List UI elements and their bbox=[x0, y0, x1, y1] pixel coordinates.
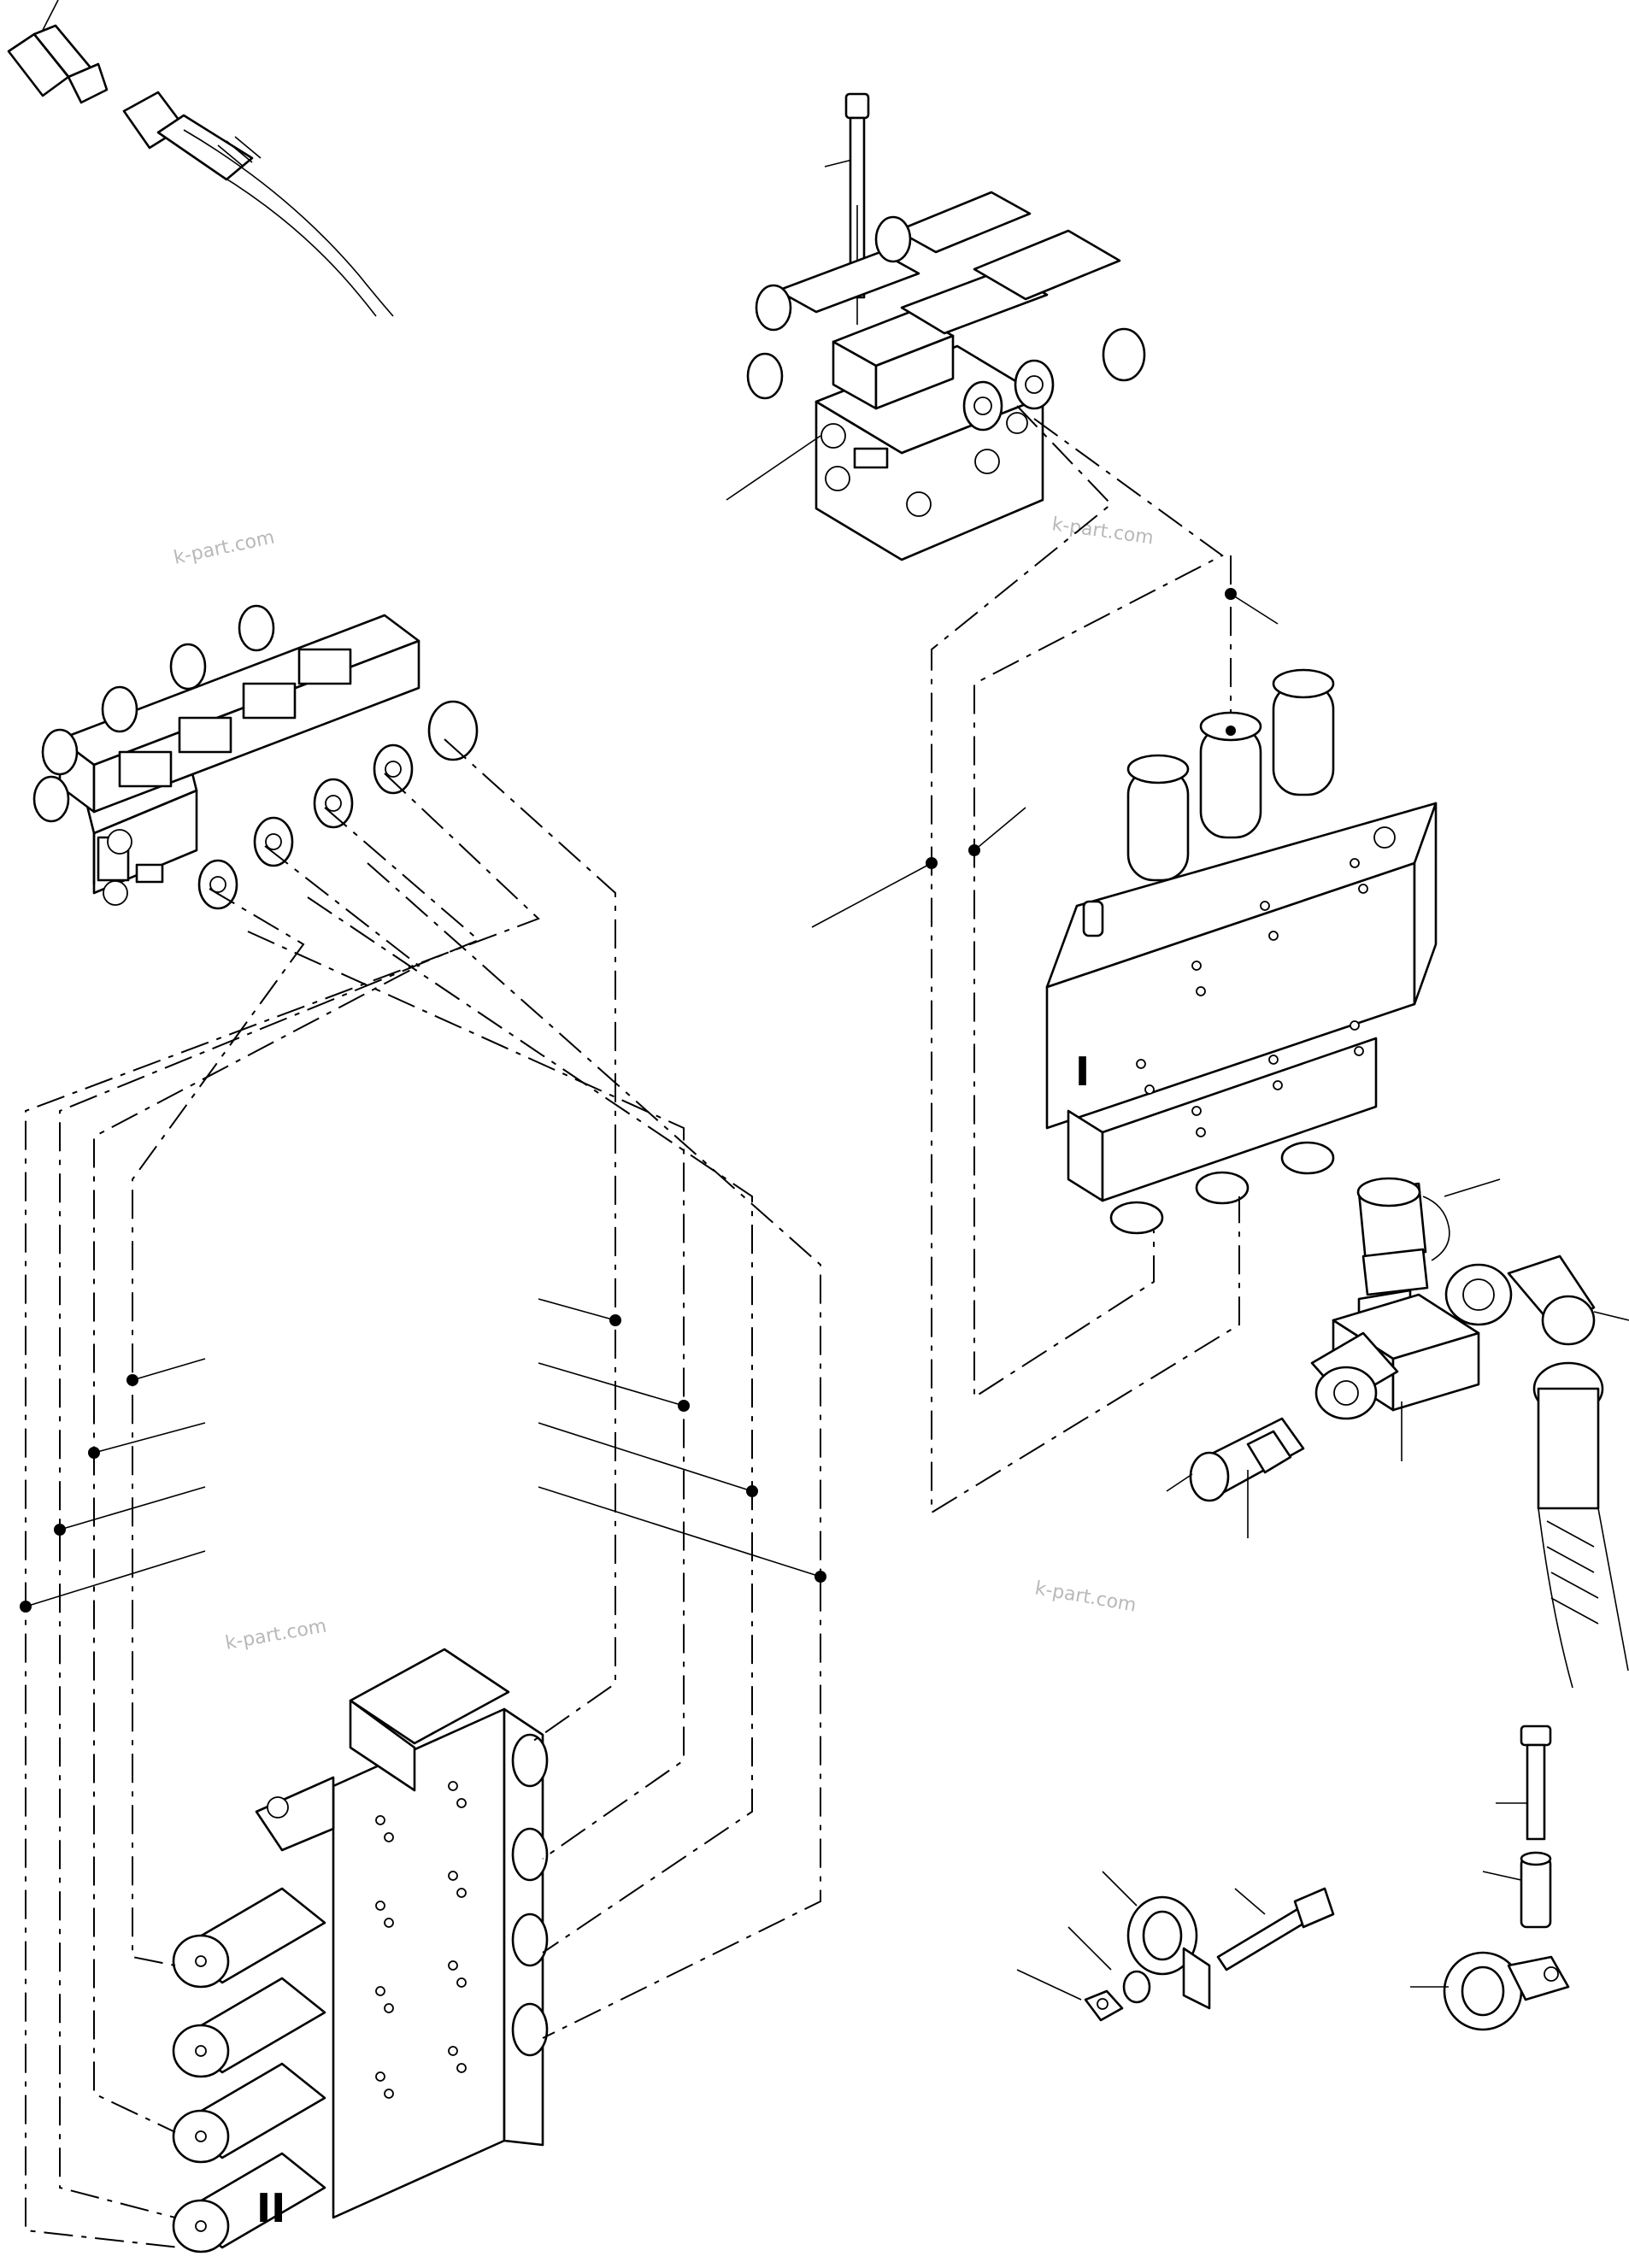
watermark-4: k-part.com bbox=[1033, 1578, 1138, 1616]
valve-two-label: II bbox=[256, 2185, 285, 2231]
watermark-2: k-part.com bbox=[1050, 514, 1155, 549]
hose-fitting-top-left bbox=[7, 0, 394, 317]
valve-two-port-holes bbox=[375, 1781, 467, 2099]
callout-leaders bbox=[20, 588, 1279, 1613]
control-valve-two: II bbox=[172, 1648, 549, 2253]
watermark-3: k-part.com bbox=[224, 1615, 328, 1654]
hose-clamp-assembly-center bbox=[1016, 1871, 1335, 2022]
tee-fitting-assembly bbox=[1166, 1177, 1629, 1689]
valve-one-label: I bbox=[1075, 1049, 1090, 1095]
solenoid-valve-block-top bbox=[726, 92, 1146, 561]
valve-two-spools bbox=[172, 1887, 326, 2253]
solenoid-valve-stack-left bbox=[32, 604, 479, 910]
hose-clamp-assembly-right bbox=[1410, 1725, 1570, 2031]
valve-two-side-ports bbox=[511, 1733, 549, 2057]
watermark-1: k-part.com bbox=[172, 527, 276, 569]
control-valve-one: I bbox=[1045, 668, 1438, 1235]
pilot-lines-right bbox=[931, 405, 1240, 1514]
valve-one-port-holes bbox=[1136, 858, 1368, 1137]
pilot-lines-left bbox=[25, 738, 821, 2248]
